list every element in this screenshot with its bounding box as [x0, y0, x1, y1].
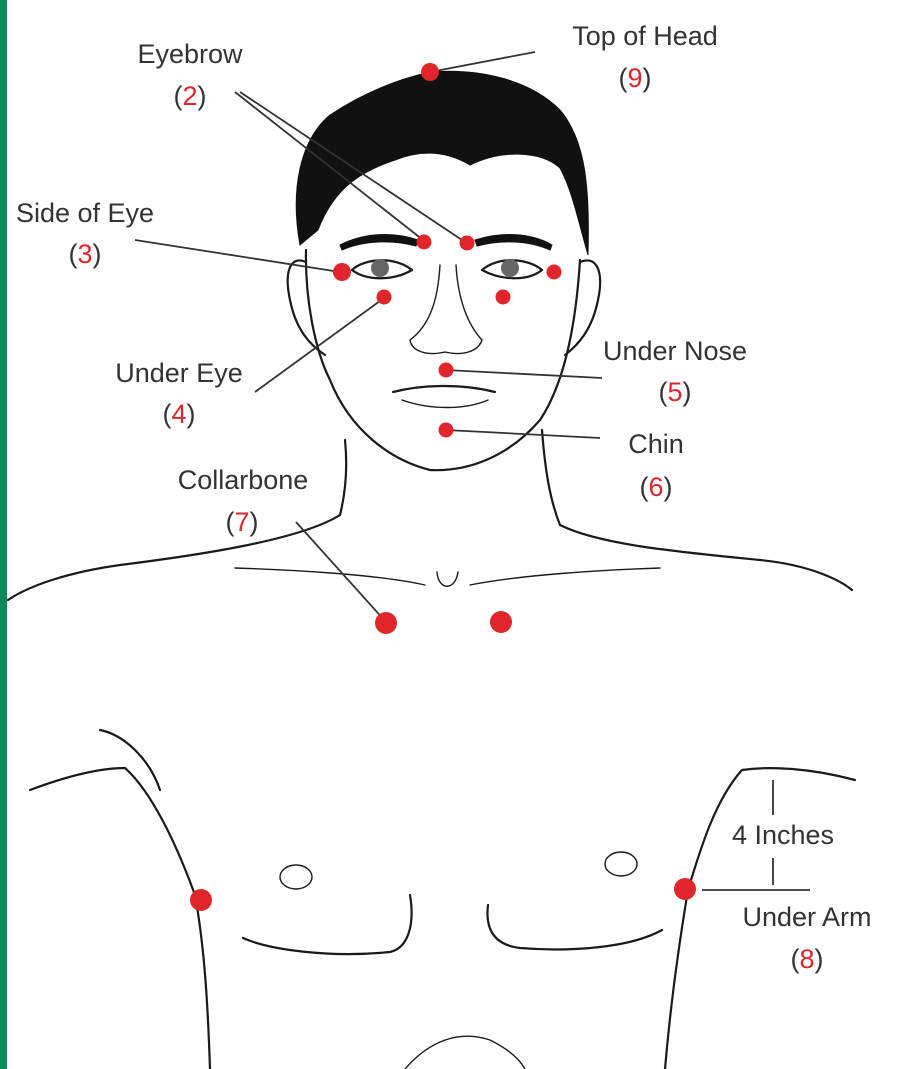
accent-bar — [0, 0, 7, 1069]
label-under-eye: Under Eye — [115, 358, 243, 388]
number-under-nose: (5) — [658, 377, 691, 407]
number-collarbone: (7) — [225, 507, 258, 537]
label-side-of-eye: Side of Eye — [16, 198, 154, 228]
tap-point-collarbone-left — [375, 612, 397, 634]
pointer-top-of-head — [430, 52, 535, 72]
label-under-arm: Under Arm — [742, 902, 871, 932]
left-shoulder — [8, 515, 340, 600]
tap-point-eyebrow-left — [417, 235, 432, 250]
label-under-nose: Under Nose — [603, 336, 747, 366]
tap-point-under-arm-left — [190, 889, 212, 911]
abdomen-line — [405, 1036, 525, 1069]
number-chin: (6) — [639, 472, 672, 502]
tap-point-under-eye-left — [377, 290, 392, 305]
tap-point-under-eye-right — [496, 290, 511, 305]
tap-point-top-of-head — [421, 63, 439, 81]
tap-point-chin — [439, 423, 454, 438]
number-under-arm: (8) — [790, 944, 823, 974]
right-pectoral — [487, 905, 662, 949]
mouth — [393, 386, 495, 392]
tap-point-under-nose — [439, 363, 454, 378]
right-collarbone-line — [470, 568, 660, 585]
label-top-of-head: Top of Head — [572, 21, 718, 51]
nose — [410, 265, 482, 354]
number-side-of-eye: (3) — [68, 239, 101, 269]
left-arm-outline — [30, 768, 210, 1069]
pointer-side-of-eye — [135, 240, 340, 272]
tap-point-collarbone-right — [490, 611, 512, 633]
tap-point-side-of-eye-left — [333, 263, 351, 281]
labels: Top of Head (9) Eyebrow (2) Side of Eye … — [16, 21, 872, 974]
neck-right — [542, 430, 560, 525]
neck-left — [340, 440, 346, 515]
left-arm-top — [100, 730, 160, 790]
face-outline — [306, 250, 580, 470]
right-shoulder — [560, 525, 852, 590]
left-iris — [371, 259, 389, 277]
torso-illustration — [30, 730, 855, 1069]
right-eyebrow — [475, 235, 552, 250]
left-eyebrow — [340, 235, 418, 250]
right-iris — [501, 259, 519, 277]
number-top-of-head: (9) — [618, 63, 651, 93]
jugular-notch — [437, 572, 458, 586]
left-collarbone-line — [235, 568, 425, 585]
label-eyebrow: Eyebrow — [137, 39, 243, 69]
number-under-eye: (4) — [162, 399, 195, 429]
tap-point-side-of-eye-right — [547, 265, 562, 280]
label-measurement: 4 Inches — [732, 820, 834, 850]
left-nipple — [280, 865, 312, 889]
pointer-under-nose — [446, 370, 602, 378]
tap-point-eyebrow-right — [460, 236, 475, 251]
right-nipple — [605, 852, 637, 876]
label-collarbone: Collarbone — [178, 465, 309, 495]
lower-lip — [402, 400, 488, 408]
label-chin: Chin — [628, 429, 684, 459]
number-eyebrow: (2) — [173, 81, 206, 111]
left-pectoral — [243, 895, 412, 954]
pointer-under-eye — [255, 298, 384, 392]
tap-point-under-arm-right — [674, 878, 696, 900]
